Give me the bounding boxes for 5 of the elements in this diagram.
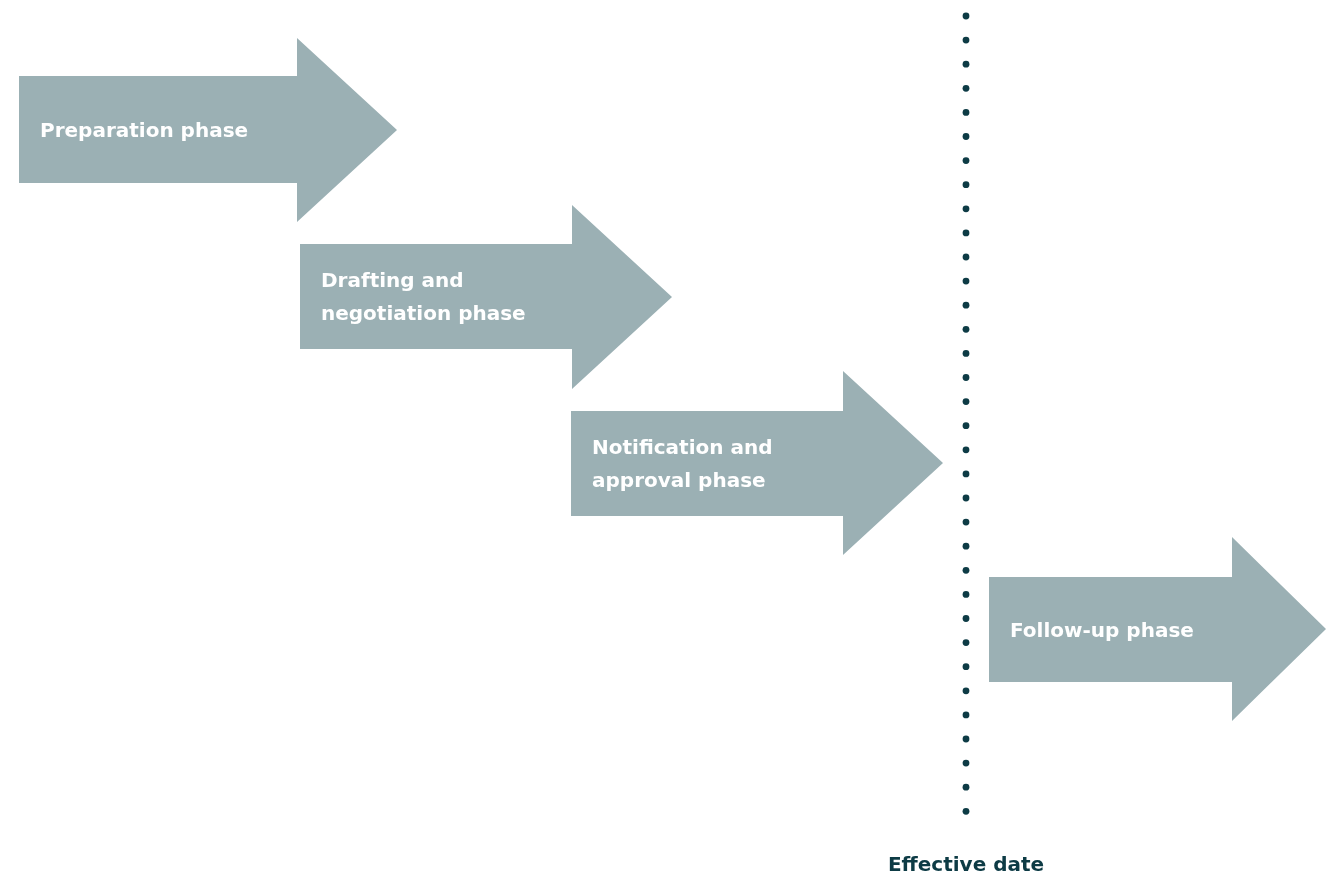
phase-label: Drafting and negotiation phase	[321, 266, 527, 327]
phase-label: Notification and approval phase	[592, 433, 774, 494]
timeline-label: Effective date	[887, 852, 1045, 876]
phase-label: Follow-up phase	[1010, 616, 1195, 643]
phase-label: Preparation phase	[40, 116, 250, 143]
